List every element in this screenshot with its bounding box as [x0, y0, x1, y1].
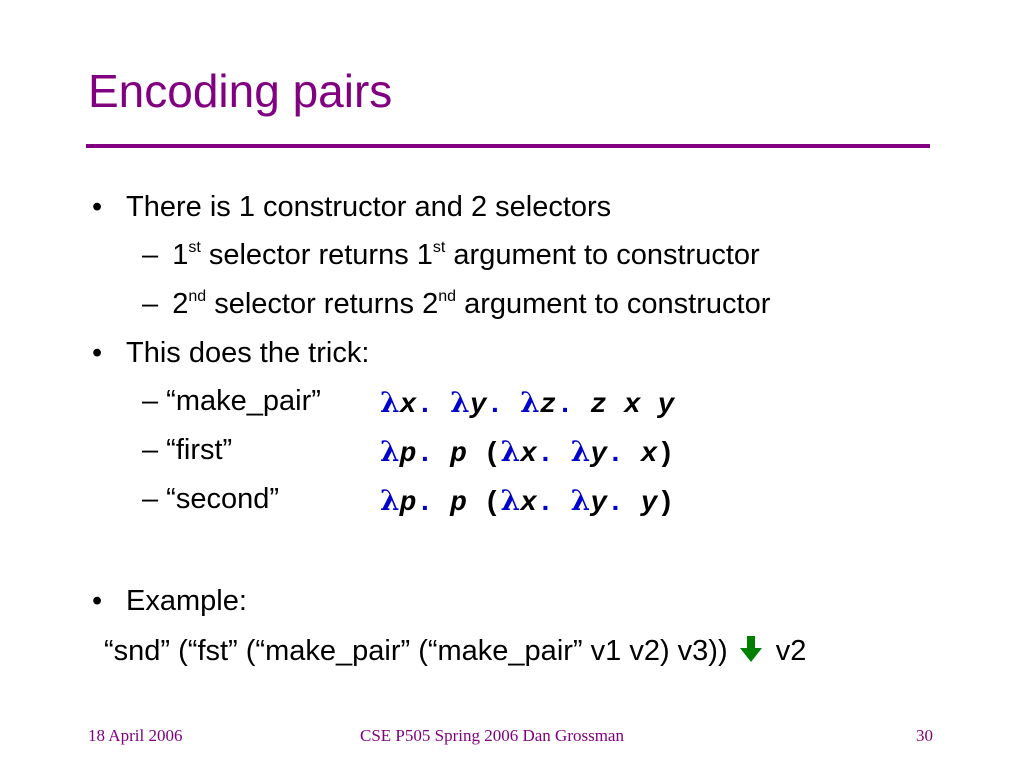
lambda-symbol: λ [500, 435, 521, 468]
lambda-symbol: λ [570, 484, 591, 517]
lambda-symbol: λ [380, 484, 400, 517]
ordinal-suffix: nd [438, 288, 457, 305]
lambda-symbol: λ [380, 435, 400, 468]
sub-bullet-second-selector: – 2nd selector returns 2nd argument to c… [142, 288, 771, 320]
dot: . [536, 439, 554, 470]
dot: . [607, 488, 624, 519]
dot: . [416, 488, 434, 519]
close-paren: ) [657, 439, 675, 470]
dot: . [556, 390, 574, 421]
dot: . [486, 390, 504, 421]
close-paren: ) [657, 488, 675, 519]
dot: . [416, 439, 434, 470]
second-code: λp. p (λx. λy. y) [380, 487, 674, 518]
ordinal-suffix: nd [188, 288, 207, 305]
slide-title: Encoding pairs [88, 65, 393, 117]
bullet-marker: • [92, 191, 103, 223]
make-pair-code: λx. λy. λz. z x y [380, 389, 674, 420]
open-paren: ( [483, 439, 501, 470]
first-code: λp. p (λx. λy. x) [380, 438, 674, 469]
dot: . [416, 390, 434, 421]
result-var: y [640, 488, 658, 519]
var-p: p [399, 488, 417, 519]
bullet-text-constructors: There is 1 constructor and 2 selectors [126, 191, 612, 223]
footer-course: CSE P505 Spring 2006 Dan Grossman [360, 726, 624, 745]
footer-date: 18 April 2006 [88, 726, 183, 745]
var-p: p [450, 488, 467, 519]
example-result: v2 [775, 635, 807, 667]
bullet-marker: • [92, 337, 103, 369]
example-line: “snd” (“fst” (“make_pair” (“make_pair” v… [104, 636, 806, 666]
lambda-symbol: λ [500, 484, 521, 517]
dot: . [536, 488, 554, 519]
lambda-symbol: λ [380, 386, 400, 419]
ordinal-suffix: st [432, 239, 446, 256]
var-y: y [469, 390, 487, 421]
result-var: x [640, 439, 658, 470]
dash-marker: – [142, 239, 159, 271]
sub-text-tail: argument to constructor [445, 239, 760, 271]
var-x: x [399, 390, 417, 421]
title-divider [86, 144, 930, 148]
lambda-symbol: λ [520, 386, 540, 419]
body: z x y [590, 390, 675, 421]
second-label: – “second” [142, 483, 280, 515]
sub-text: selector returns 1 [200, 239, 433, 271]
dot: . [607, 439, 624, 470]
arrow-down-icon [739, 636, 762, 662]
var-x: x [520, 439, 537, 470]
sub-text-tail: argument to constructor [456, 288, 771, 320]
ordinal-number: 2 [172, 288, 189, 320]
bullet-marker: • [92, 585, 103, 617]
sub-text: selector returns 2 [206, 288, 439, 320]
footer-page-number: 30 [916, 726, 933, 745]
make-pair-label: – “make_pair” [142, 385, 321, 417]
bullet-text-trick: This does the trick: [126, 337, 370, 369]
var-y: y [590, 488, 608, 519]
sub-bullet-first-selector: – 1st selector returns 1st argument to c… [142, 239, 760, 271]
dash-marker: – [142, 288, 159, 320]
var-p: p [450, 439, 467, 470]
bullet-text-example: Example: [126, 585, 247, 617]
first-label: – “first” [142, 434, 233, 466]
ordinal-suffix: st [188, 239, 201, 256]
var-p: p [399, 439, 417, 470]
var-x: x [520, 488, 537, 519]
open-paren: ( [483, 488, 501, 519]
ordinal-number: 1 [172, 239, 189, 271]
lambda-symbol: λ [450, 386, 470, 419]
var-z: z [539, 390, 557, 421]
example-expression: “snd” (“fst” (“make_pair” (“make_pair” v… [104, 635, 728, 667]
var-y: y [590, 439, 608, 470]
lambda-symbol: λ [570, 435, 591, 468]
